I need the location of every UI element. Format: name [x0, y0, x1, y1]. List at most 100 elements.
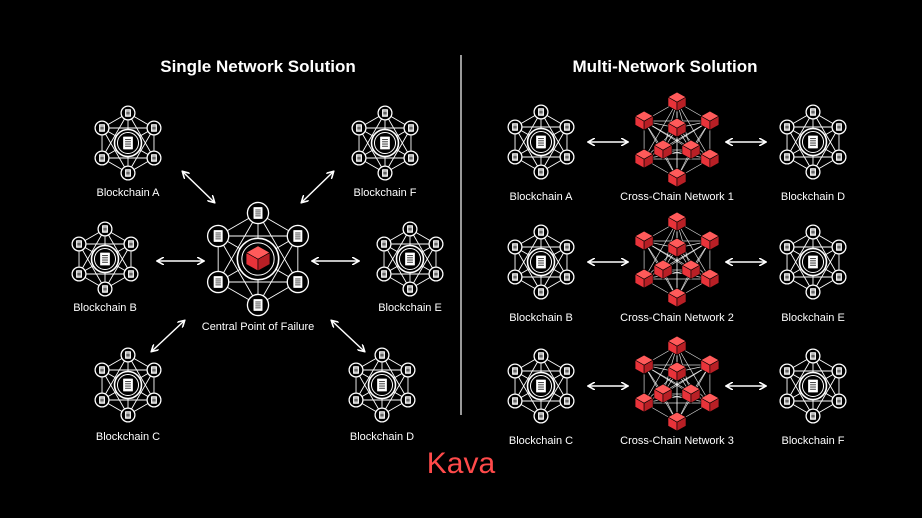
document-icon — [213, 276, 223, 288]
right-arrows — [589, 142, 765, 386]
document-icon — [125, 411, 131, 419]
document-icon — [808, 379, 818, 393]
label-left-blockchain-b: Blockchain B — [73, 302, 137, 314]
red-cube-icon — [634, 268, 654, 289]
document-icon — [538, 108, 544, 116]
node-left-blockchain-a — [94, 105, 162, 181]
document-icon — [784, 273, 790, 281]
node-left-blockchain-d — [348, 347, 416, 423]
document-icon — [564, 367, 570, 375]
node-row3-left — [507, 348, 575, 424]
document-icon — [512, 367, 518, 375]
document-icon — [538, 288, 544, 296]
red-cube-icon — [634, 110, 654, 131]
label-left-blockchain-f: Blockchain F — [354, 187, 417, 199]
label-row2-left: Blockchain B — [509, 312, 573, 324]
document-icon — [102, 225, 108, 233]
document-icon — [381, 270, 387, 278]
cross-chain-network-2 — [634, 211, 720, 308]
document-icon — [810, 228, 816, 236]
right-labels: Blockchain A Cross-Chain Network 1 Block… — [509, 191, 845, 447]
red-cube-icon — [667, 411, 687, 432]
red-cube-icon — [667, 211, 687, 232]
document-icon — [407, 285, 413, 293]
document-icon — [564, 123, 570, 131]
document-icon — [512, 243, 518, 251]
document-icon — [381, 240, 387, 248]
document-icon — [810, 168, 816, 176]
document-icon — [538, 352, 544, 360]
node-left-blockchain-f — [351, 105, 419, 181]
document-icon — [564, 273, 570, 281]
document-icon — [377, 378, 387, 392]
red-cube-icon — [653, 139, 673, 160]
red-cube-icon — [700, 268, 720, 289]
document-icon — [151, 366, 157, 374]
document-icon — [293, 276, 303, 288]
document-icon — [564, 243, 570, 251]
document-icon — [151, 124, 157, 132]
label-row2-middle: Cross-Chain Network 2 — [620, 312, 734, 324]
red-cube-icon — [700, 230, 720, 251]
document-icon — [536, 135, 546, 149]
red-cube-icon — [667, 361, 687, 382]
node-left-blockchain-b — [71, 221, 139, 297]
label-row1-right: Blockchain D — [781, 191, 845, 203]
arrow-d-center — [332, 321, 364, 351]
document-icon — [784, 123, 790, 131]
document-icon — [76, 240, 82, 248]
document-icon — [99, 366, 105, 374]
document-icon — [356, 154, 362, 162]
document-icon — [123, 136, 133, 150]
left-arrows — [152, 172, 364, 351]
document-icon — [564, 397, 570, 405]
node-left-blockchain-c — [94, 347, 162, 423]
document-icon — [408, 154, 414, 162]
document-icon — [102, 285, 108, 293]
red-cube-icon — [667, 237, 687, 258]
document-icon — [810, 288, 816, 296]
red-cube-icon — [681, 259, 701, 280]
red-cube-icon — [667, 335, 687, 356]
document-icon — [836, 397, 842, 405]
label-central-point: Central Point of Failure — [202, 321, 315, 333]
node-central-hub — [206, 201, 310, 317]
label-row1-middle: Cross-Chain Network 1 — [620, 191, 734, 203]
document-icon — [808, 135, 818, 149]
label-row3-middle: Cross-Chain Network 3 — [620, 435, 734, 447]
arrow-f-center — [302, 172, 333, 202]
document-icon — [536, 255, 546, 269]
document-icon — [405, 396, 411, 404]
document-icon — [536, 379, 546, 393]
document-icon — [538, 412, 544, 420]
document-icon — [784, 397, 790, 405]
document-icon — [353, 396, 359, 404]
red-cube-icon — [681, 383, 701, 404]
document-icon — [512, 273, 518, 281]
label-row2-right: Blockchain E — [781, 312, 845, 324]
document-icon — [128, 270, 134, 278]
document-icon — [836, 243, 842, 251]
document-icon — [125, 109, 131, 117]
red-cube-icon — [667, 91, 687, 112]
red-cube-icon — [634, 354, 654, 375]
label-left-blockchain-a: Blockchain A — [97, 187, 161, 199]
document-icon — [538, 168, 544, 176]
document-icon — [253, 299, 263, 311]
red-cube-icon — [700, 354, 720, 375]
red-cube-icon — [700, 392, 720, 413]
document-icon — [836, 153, 842, 161]
label-left-blockchain-c: Blockchain C — [96, 431, 160, 443]
node-row3-right — [779, 348, 847, 424]
document-icon — [128, 240, 134, 248]
label-left-blockchain-d: Blockchain D — [350, 431, 414, 443]
red-cube-icon — [653, 383, 673, 404]
document-icon — [810, 352, 816, 360]
document-icon — [125, 351, 131, 359]
central-red-cube-icon — [245, 245, 271, 272]
document-icon — [810, 108, 816, 116]
right-title: Multi-Network Solution — [572, 57, 757, 76]
cross-chain-network-3 — [634, 335, 720, 432]
label-left-blockchain-e: Blockchain E — [378, 302, 442, 314]
